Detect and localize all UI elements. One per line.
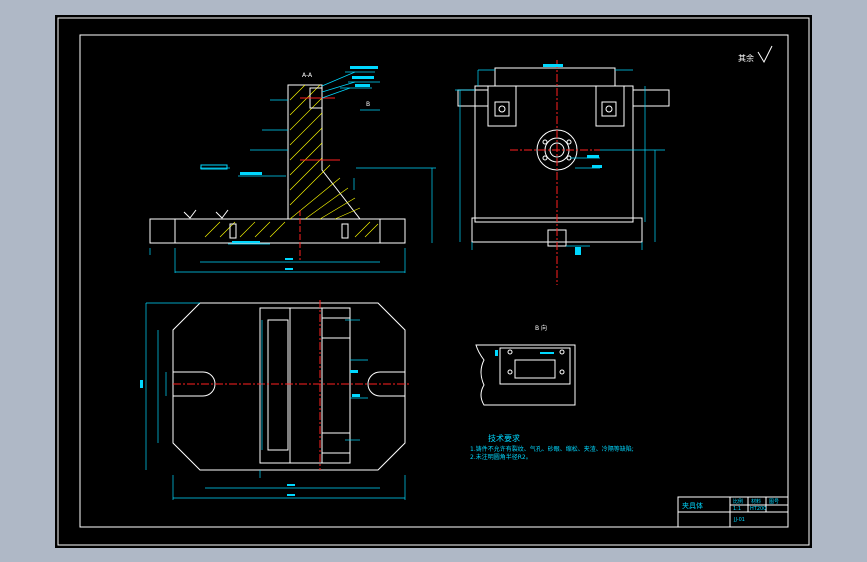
arrow-b-label: B	[366, 101, 370, 108]
detail-view-b: B 向	[475, 324, 576, 406]
section-label: A-A	[302, 72, 313, 79]
scale-value: 1:1	[733, 506, 741, 512]
drawing-sheet	[55, 15, 812, 548]
inner-border	[79, 34, 789, 528]
section-view-a-a: A-A	[149, 66, 436, 273]
drawing-no-header: 图号	[769, 499, 779, 505]
scale-header: 比例	[733, 498, 743, 505]
roughness-note: 其余	[738, 53, 754, 63]
tech-item-1: 1.铸件不允许有裂纹、气孔、砂眼、缩松、夹渣、冷隔等缺陷;	[470, 445, 634, 453]
material-value: HT200	[750, 506, 766, 512]
detail-label: B 向	[535, 324, 547, 332]
side-view	[455, 60, 670, 285]
roughness-symbol: 其余	[738, 45, 773, 64]
title-block: 夹具体 比例 材料 图号 1:1 HT200 JJ-01	[677, 496, 789, 528]
tech-requirements: 技术要求 1.铸件不允许有裂纹、气孔、砂眼、缩松、夹渣、冷隔等缺陷; 2.未注明…	[470, 433, 634, 461]
drawing-no-value: JJ-01	[733, 517, 745, 523]
material-header: 材料	[751, 498, 761, 505]
top-view	[140, 300, 410, 500]
outer-border	[57, 17, 810, 546]
tech-item-2: 2.未注明圆角半径R2。	[470, 453, 532, 461]
tech-title: 技术要求	[488, 433, 520, 443]
part-name: 夹具体	[682, 501, 703, 510]
